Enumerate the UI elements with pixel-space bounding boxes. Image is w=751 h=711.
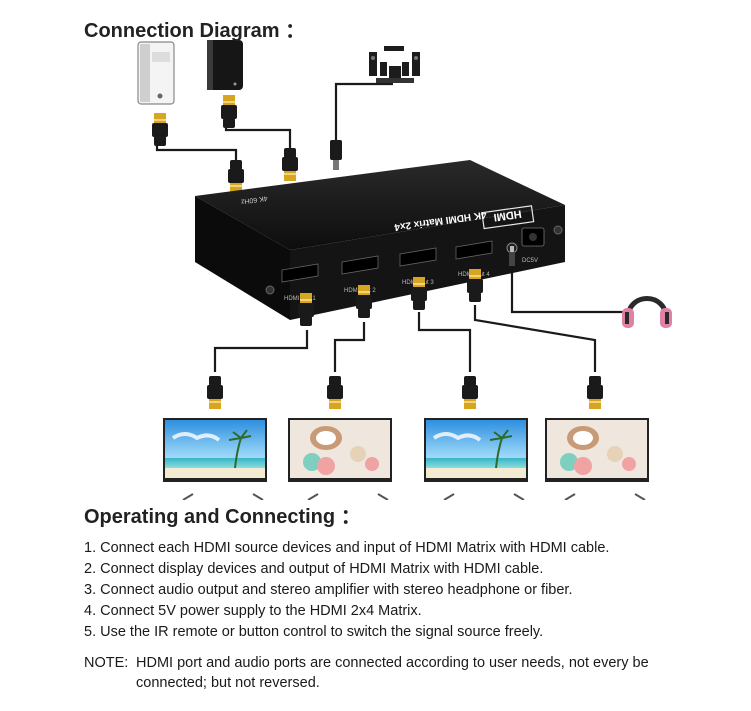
optical-plug [330, 140, 342, 170]
note-continuation: connected; but not reversed. [84, 673, 724, 693]
step-5: 5. Use the IR remote or button control t… [84, 622, 609, 643]
headphones-icon [622, 299, 672, 329]
tv2-plug [327, 376, 343, 409]
operating-title-text: Operating and Connecting [84, 506, 335, 528]
output3-plug [411, 277, 427, 310]
tv-3 [424, 418, 528, 500]
tv-4 [545, 418, 649, 500]
output4-plug [467, 269, 483, 302]
operating-title-suffix: ： [341, 506, 361, 528]
input2-plug [282, 148, 298, 181]
tv1-plug [207, 376, 223, 409]
pc-tower-icon [138, 42, 174, 104]
instruction-steps: 1. Connect each HDMI source devices and … [84, 538, 609, 643]
tv4-plug [587, 376, 603, 409]
note: NOTE:HDMI port and audio ports are conne… [84, 653, 724, 693]
note-text: HDMI port and audio ports are connected … [136, 655, 649, 671]
step-3: 3. Connect audio output and stereo ampli… [84, 580, 609, 601]
connection-diagram-title: Connection Diagram ： [84, 14, 305, 43]
connection-diagram: HDMI 4K HDMI Matrix 2x4 4K 60Hz HDMI Out… [0, 0, 751, 500]
tv-2 [288, 418, 392, 500]
source2-cable-plug [221, 95, 237, 128]
power-label: DC5V [522, 258, 538, 264]
connection-diagram-title-suffix: ： [285, 20, 305, 42]
speaker-system-icon [369, 46, 420, 83]
note-label: NOTE: [84, 653, 136, 673]
hdmi-matrix-device: HDMI 4K HDMI Matrix 2x4 4K 60Hz HDMI Out… [195, 160, 565, 320]
operating-title: Operating and Connecting ： [84, 500, 361, 529]
step-1: 1. Connect each HDMI source devices and … [84, 538, 609, 559]
tv-1 [163, 418, 267, 500]
source1-cable-plug [152, 113, 168, 146]
game-console-icon [207, 40, 243, 90]
input1-plug [228, 160, 244, 193]
connection-diagram-title-text: Connection Diagram [84, 20, 280, 42]
step-2: 2. Connect display devices and output of… [84, 559, 609, 580]
output2-plug [356, 285, 372, 318]
tv3-plug [462, 376, 478, 409]
output1-plug [298, 293, 314, 326]
step-4: 4. Connect 5V power supply to the HDMI 2… [84, 601, 609, 622]
